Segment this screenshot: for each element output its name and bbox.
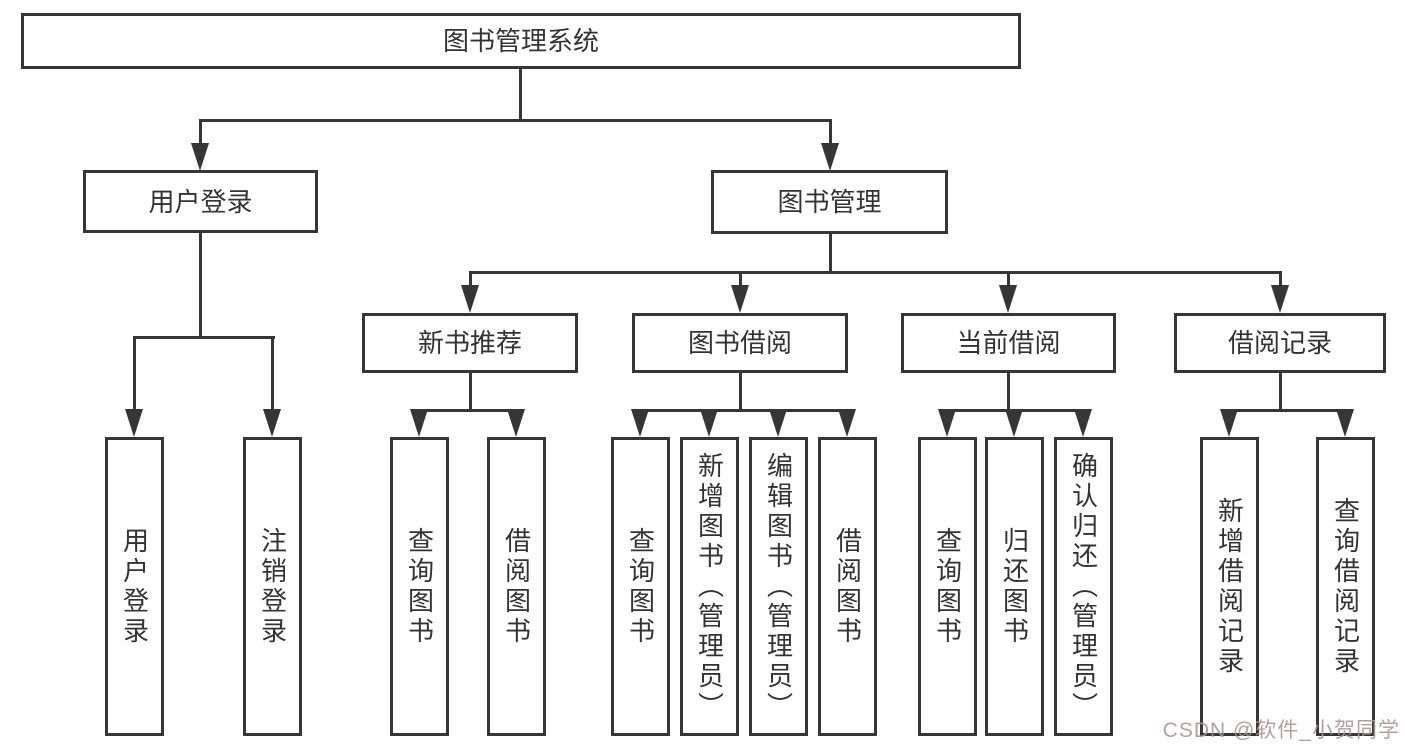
connector-line — [271, 336, 274, 409]
connector-line — [199, 119, 832, 122]
node-borrow-books-recommend: 借阅图书 — [487, 437, 546, 736]
connector-line — [519, 68, 522, 119]
arrow-down-icon — [1336, 409, 1354, 437]
connector-line — [133, 336, 275, 339]
connector-line — [829, 119, 832, 143]
arrow-down-icon — [769, 409, 787, 437]
connector-line — [739, 271, 742, 285]
connector-line — [469, 373, 472, 409]
node-current-borrow: 当前借阅 — [901, 313, 1116, 373]
node-add-borrow-record: 新增借阅记录 — [1200, 437, 1259, 736]
arrow-down-icon — [1074, 409, 1092, 437]
connector-line — [1279, 373, 1282, 409]
node-new-book-recommend: 新书推荐 — [362, 313, 578, 373]
connector-line — [469, 271, 1282, 274]
arrow-down-icon — [821, 143, 839, 171]
arrow-down-icon — [1220, 409, 1238, 437]
node-user-login: 用户登录 — [83, 170, 318, 233]
node-borrow-records: 借阅记录 — [1174, 313, 1386, 373]
node-borrow-books-leaf: 借阅图书 — [818, 437, 877, 736]
arrow-down-icon — [125, 409, 143, 437]
arrow-down-icon — [410, 409, 428, 437]
node-book-management: 图书管理 — [711, 170, 948, 234]
connector-line — [469, 271, 472, 285]
arrow-down-icon — [191, 143, 209, 171]
node-user-login-leaf: 用户登录 — [105, 437, 164, 736]
connector-line — [1228, 409, 1347, 412]
connector-line — [199, 119, 202, 143]
node-query-books-current: 查询图书 — [918, 437, 977, 736]
arrow-down-icon — [1271, 285, 1289, 313]
node-library-management-system: 图书管理系统 — [21, 13, 1021, 69]
arrow-down-icon — [838, 409, 856, 437]
arrow-down-icon — [1005, 409, 1023, 437]
arrow-down-icon — [700, 409, 718, 437]
node-confirm-return-admin: 确认归还（管理员） — [1054, 437, 1113, 736]
node-add-book-admin: 新增图书（管理员） — [680, 437, 739, 736]
node-query-borrow-record: 查询借阅记录 — [1316, 437, 1375, 736]
arrow-down-icon — [938, 409, 956, 437]
node-query-books-borrow: 查询图书 — [611, 437, 670, 736]
connector-line — [1007, 271, 1010, 285]
node-logout-leaf: 注销登录 — [243, 437, 302, 736]
arrow-down-icon — [263, 409, 281, 437]
watermark-text: CSDN @软件_小贺同学 — [1162, 719, 1400, 742]
arrow-down-icon — [731, 285, 749, 313]
connector-line — [418, 409, 518, 412]
arrow-down-icon — [631, 409, 649, 437]
connector-line — [639, 409, 849, 412]
node-book-borrow: 图书借阅 — [632, 313, 848, 373]
connector-line — [829, 234, 832, 271]
arrow-down-icon — [999, 285, 1017, 313]
node-query-books-recommend: 查询图书 — [390, 437, 449, 736]
connector-line — [199, 233, 202, 336]
node-edit-book-admin: 编辑图书（管理员） — [749, 437, 808, 736]
arrow-down-icon — [507, 409, 525, 437]
connector-line — [133, 336, 136, 409]
connector-line — [1279, 271, 1282, 285]
connector-line — [739, 373, 742, 409]
connector-line — [1007, 373, 1010, 409]
node-return-book: 归还图书 — [985, 437, 1044, 736]
arrow-down-icon — [461, 285, 479, 313]
